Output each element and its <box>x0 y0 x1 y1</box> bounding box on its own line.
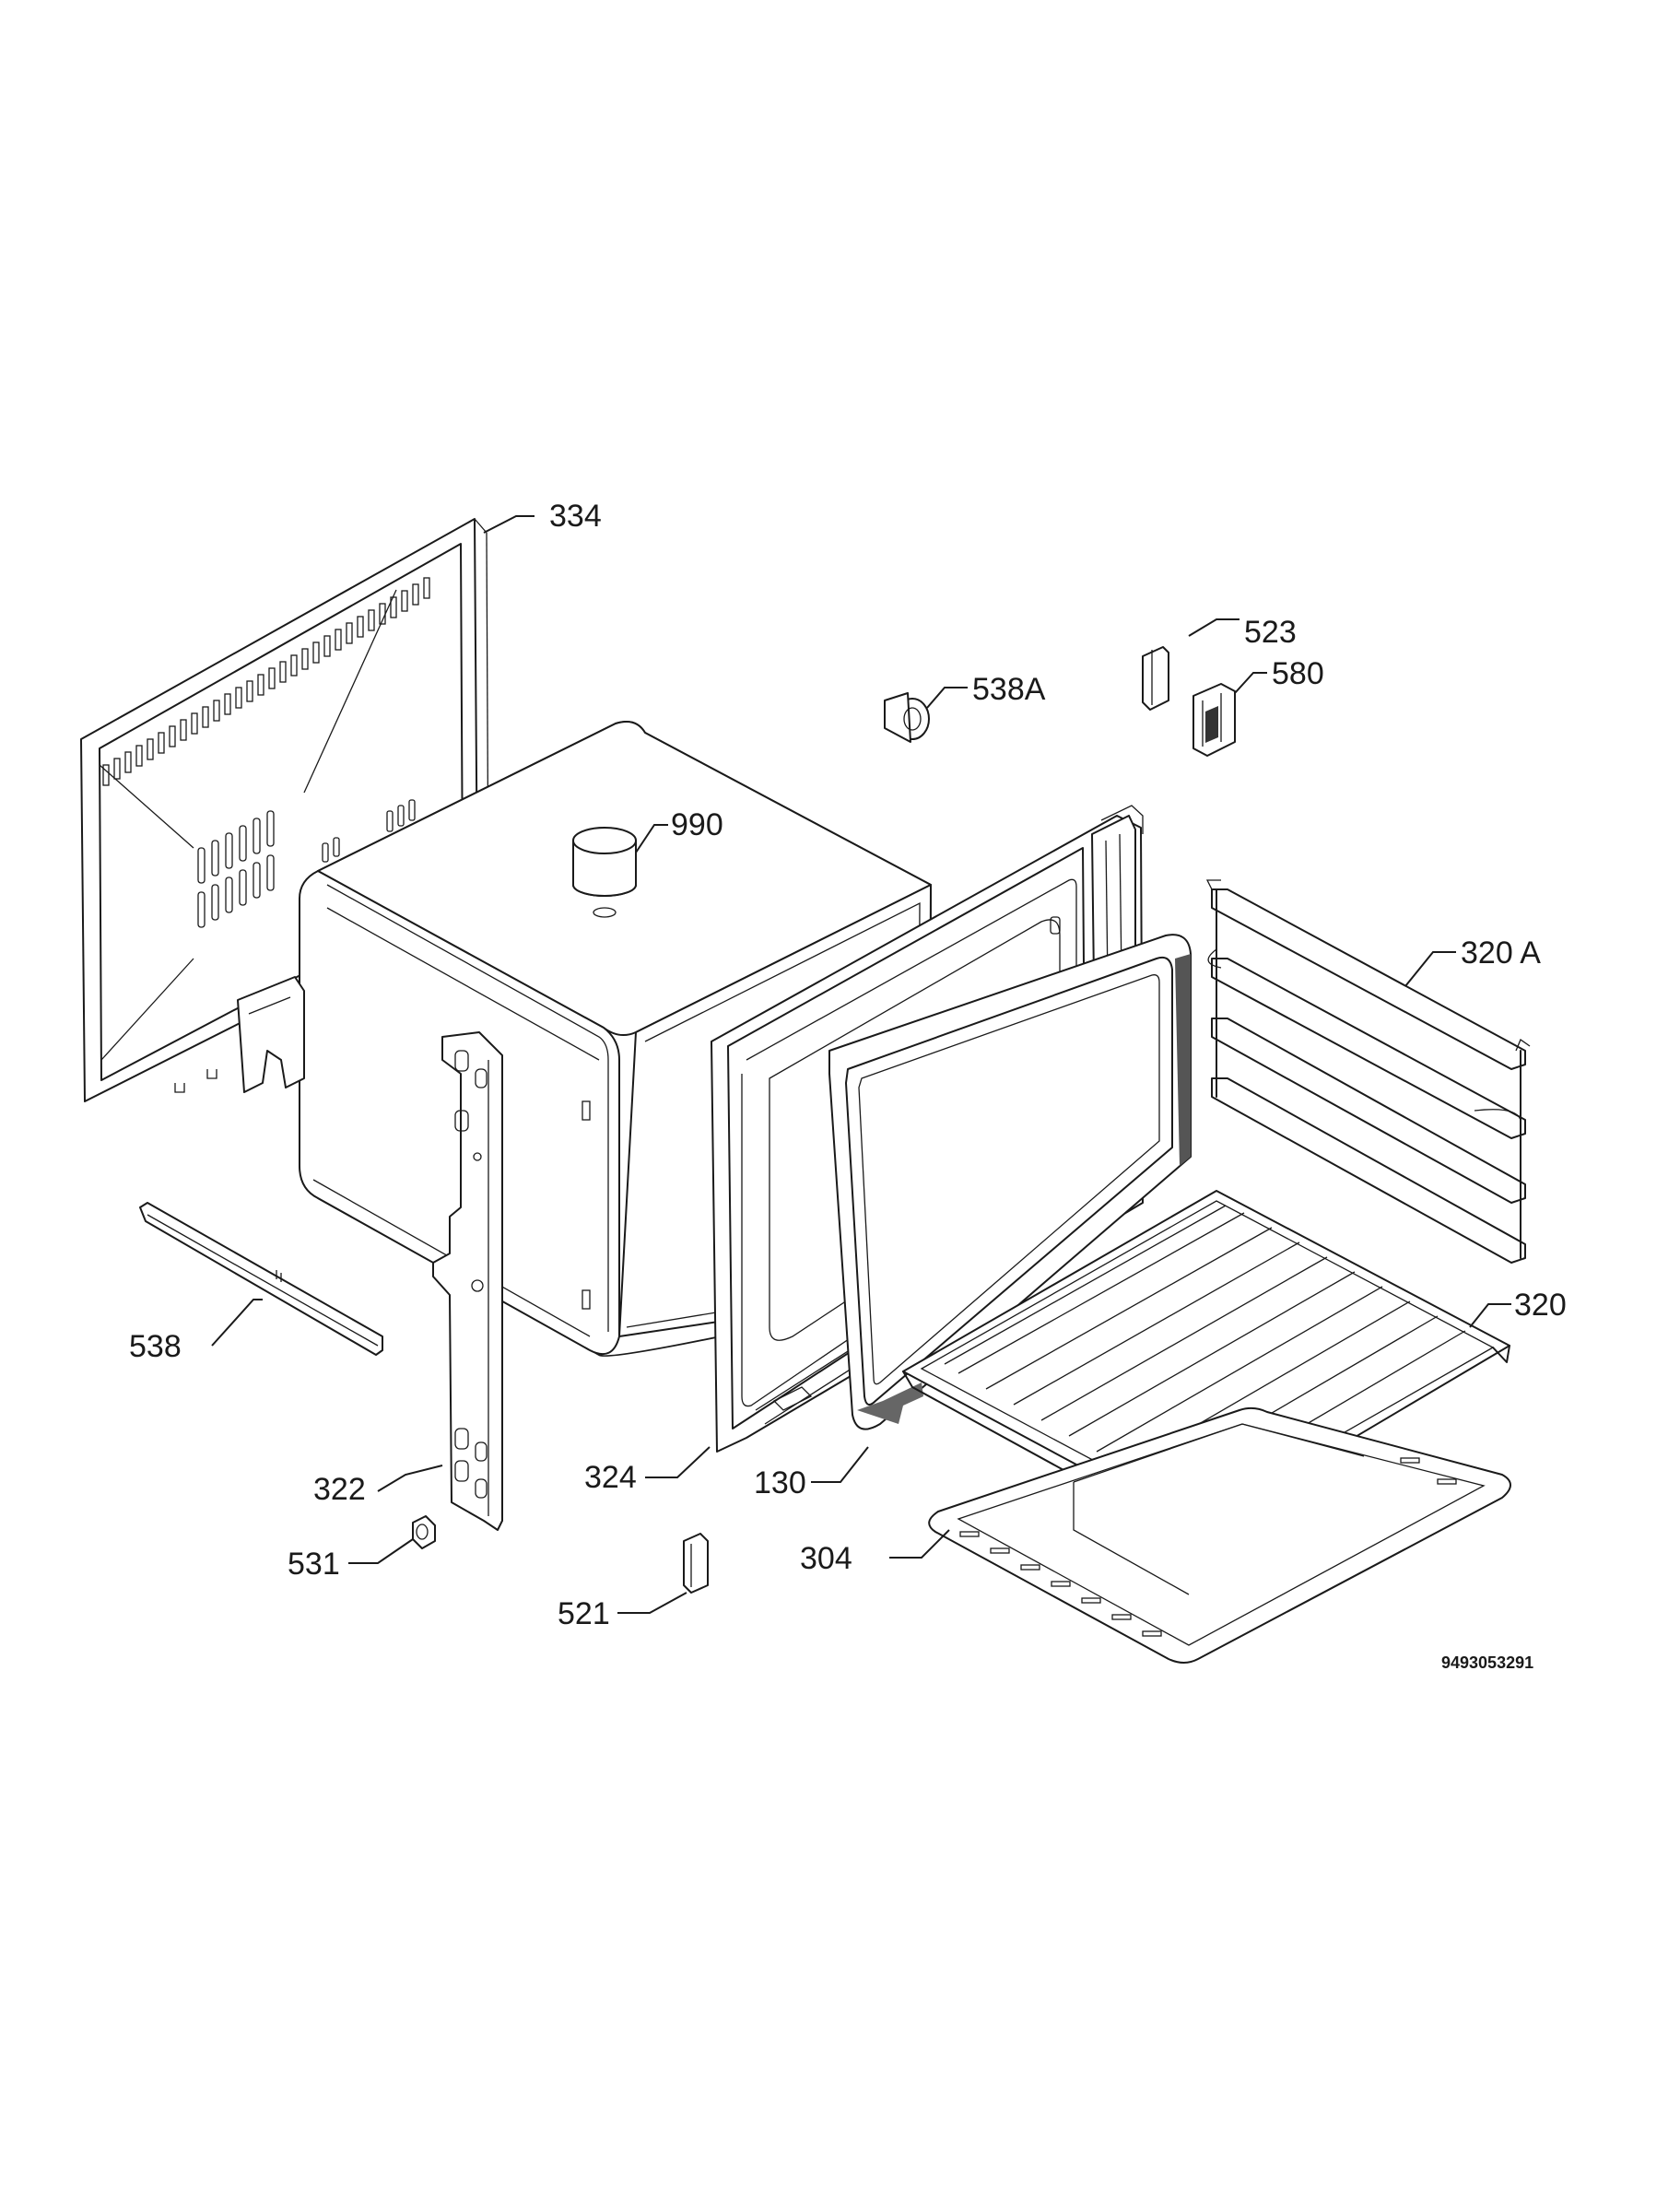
label-322: 322 <box>313 1472 366 1507</box>
part-523-clip <box>1142 646 1169 711</box>
part-538-trim-strip <box>139 1202 383 1356</box>
part-130-door-seal <box>828 934 1192 1430</box>
leader-lines <box>211 515 1511 1614</box>
label-130: 130 <box>754 1465 806 1500</box>
label-304: 304 <box>800 1541 852 1576</box>
label-320a: 320 A <box>1461 935 1541 971</box>
label-320: 320 <box>1514 1288 1567 1323</box>
label-334: 334 <box>549 499 602 534</box>
part-304-baking-tray <box>928 1406 1511 1664</box>
part-538a-grommet <box>884 692 930 743</box>
document-number: 9493053291 <box>1441 1653 1533 1672</box>
part-580-hinge-bracket <box>1192 683 1236 757</box>
part-320a-side-runner <box>1205 879 1531 1264</box>
label-324: 324 <box>584 1460 637 1495</box>
label-521: 521 <box>558 1596 610 1631</box>
label-580: 580 <box>1272 656 1324 691</box>
label-990: 990 <box>671 807 723 842</box>
label-531: 531 <box>288 1547 340 1582</box>
label-538a: 538A <box>972 672 1046 707</box>
part-990-lamp-housing <box>572 827 637 918</box>
part-531-nut <box>412 1515 436 1549</box>
label-523: 523 <box>1244 615 1297 650</box>
part-521-cover-cap <box>683 1533 709 1594</box>
label-538: 538 <box>129 1329 182 1364</box>
part-322-side-rail <box>432 1031 503 1531</box>
